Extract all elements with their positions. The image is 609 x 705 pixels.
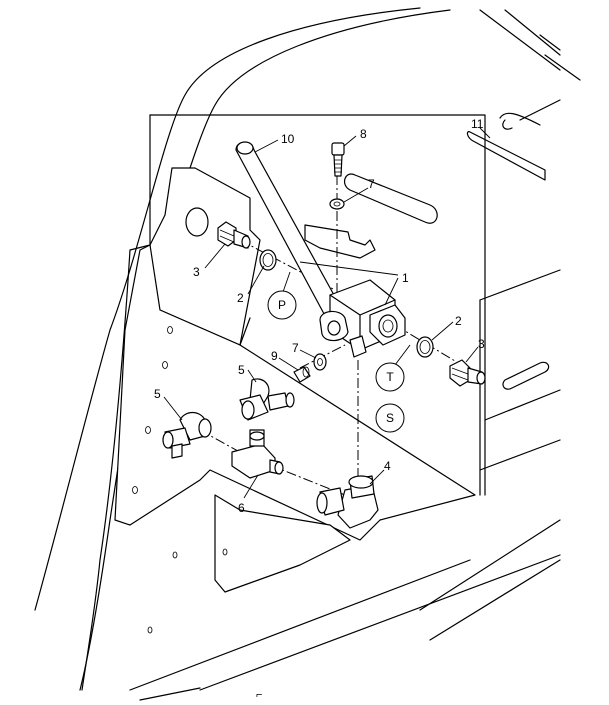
port-markers: P T S (267, 290, 405, 433)
retaining-clip (466, 131, 546, 181)
callout-10: 10 (281, 132, 295, 146)
leader-lines (163, 127, 491, 499)
callout-labels: 1 2 2 3 3 4 5 5 6 7 7 8 9 10 11 (154, 117, 485, 515)
machine-frame (34, 7, 581, 701)
callout-1: 1 (402, 271, 409, 285)
callout-7-upper: 7 (368, 177, 375, 191)
callout-5-upper: 5 (238, 363, 245, 377)
washer-upper (329, 198, 345, 210)
o-ring-left (259, 249, 277, 271)
guide-slot (343, 173, 438, 224)
mounting-bracket (114, 167, 481, 634)
plug (293, 366, 311, 383)
washer-lower (313, 353, 327, 371)
callout-2-right: 2 (455, 314, 462, 328)
detail-frame (149, 114, 486, 496)
elbow-fitting-lower (162, 411, 212, 459)
callout-6: 6 (238, 501, 245, 515)
valve-handle (235, 141, 346, 326)
port-label-supply: S (386, 411, 394, 425)
callout-8: 8 (360, 127, 367, 141)
callout-2-left: 2 (237, 291, 244, 305)
callout-7-lower: 7 (292, 341, 299, 355)
port-label-tank: T (386, 370, 394, 384)
fitting-straight-right (449, 359, 486, 387)
callout-5-lower: 5 (154, 387, 161, 401)
tee-fitting (231, 429, 284, 479)
elbow-fitting-upper (239, 378, 295, 421)
callout-9: 9 (271, 349, 278, 363)
gasket-plate (304, 224, 376, 259)
socket-screw (331, 142, 345, 177)
callout-3-right: 3 (478, 337, 485, 351)
o-ring-right (416, 336, 434, 358)
callout-3-left: 3 (193, 265, 200, 279)
fitting-straight-left (217, 221, 251, 249)
elbow-90-fitting (316, 475, 379, 529)
ball-valve-body (319, 279, 406, 358)
callout-4: 4 (384, 459, 391, 473)
callout-11: 11 (471, 117, 484, 131)
page-marker: ⌐ (256, 689, 262, 701)
port-label-pressure: P (278, 298, 286, 312)
